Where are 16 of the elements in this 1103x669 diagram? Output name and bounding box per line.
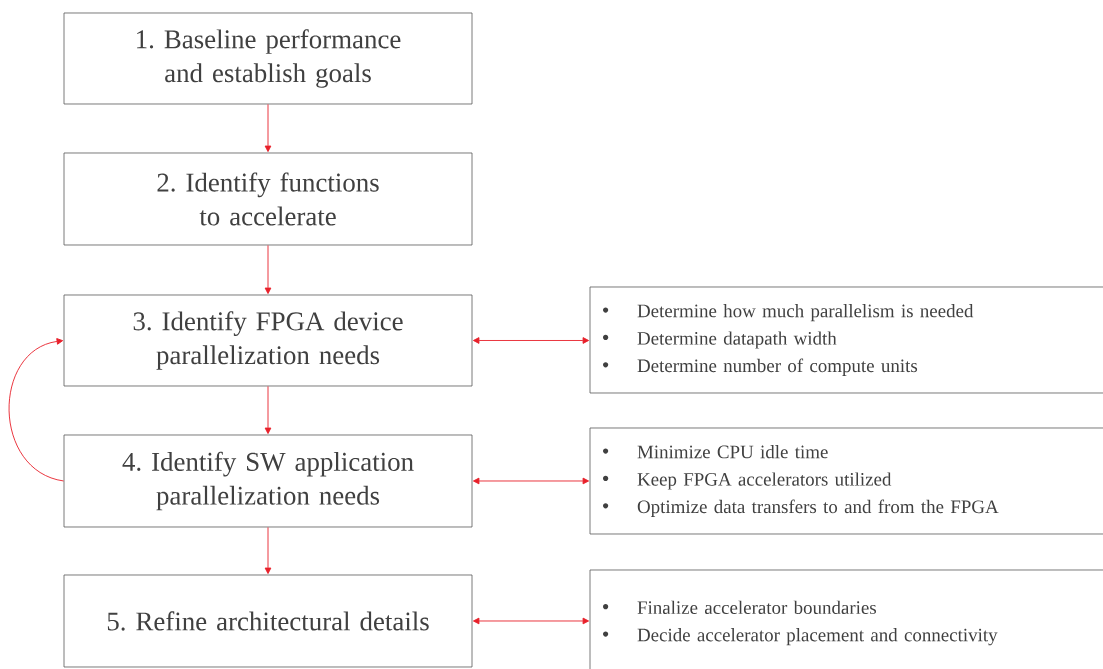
arrow bbox=[8, 338, 65, 482]
bullet-list-box: Finalize accelerator boundaries Decide accelerator placement and connectivity bbox=[589, 569, 1103, 669]
arrow bbox=[472, 617, 590, 625]
arrow bbox=[264, 526, 272, 575]
arrow bbox=[472, 477, 590, 485]
step-box: 3. Identify FPGA device parallelization needs bbox=[63, 294, 473, 387]
bullet-list-box: Determine how much parallelism is needed Determine datapath width Determine number of compute units bbox=[589, 286, 1103, 394]
arrow bbox=[264, 385, 272, 435]
bullet-list-box: Minimize CPU idle time Keep FPGA accelerators utilized Optimize data transfers to and from the FPGA bbox=[589, 427, 1103, 535]
arrow bbox=[264, 244, 272, 295]
arrow bbox=[264, 103, 272, 153]
step-box: 2. Identify functions to accelerate bbox=[63, 152, 473, 246]
step-box: 5. Refine architectural details bbox=[63, 574, 473, 668]
arrow bbox=[472, 337, 590, 344]
step-box: 4. Identify SW application parallelization needs bbox=[63, 434, 473, 528]
step-box: 1. Baseline performance and establish goals bbox=[63, 12, 473, 105]
